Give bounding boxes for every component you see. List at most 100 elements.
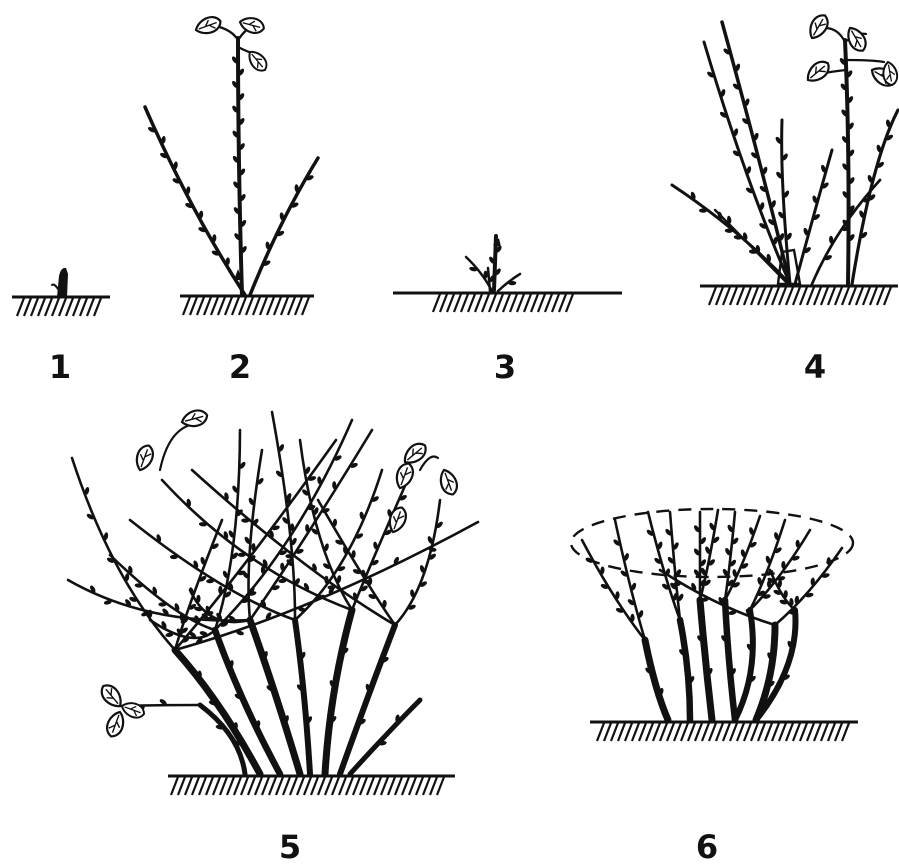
hatch-mark [283, 777, 290, 795]
hatch-mark [213, 777, 220, 795]
first-year-plant [145, 14, 318, 295]
panel-1-cutting: 1 [12, 268, 110, 386]
leaf-icon [180, 408, 209, 429]
hatch-mark [786, 723, 793, 741]
shoot [722, 22, 790, 284]
hatch-mark [849, 287, 856, 305]
hatch-mark [510, 294, 517, 312]
hatch-mark [318, 777, 325, 795]
hatch-mark [765, 723, 772, 741]
hatch-mark [807, 287, 814, 305]
hatch-mark [681, 723, 688, 741]
shoot [700, 600, 712, 720]
shoot [825, 28, 845, 42]
hatch-mark [281, 297, 288, 315]
hatch-mark [496, 294, 503, 312]
leaf-icon [238, 15, 266, 35]
hatch-mark [227, 777, 234, 795]
hatch-mark [295, 297, 302, 315]
hatch-mark [842, 287, 849, 305]
cut-back-plant [466, 236, 520, 291]
hatch-mark [31, 298, 38, 316]
hatch-mark [821, 287, 828, 305]
hatch-mark [688, 723, 695, 741]
panel-label-1: 1 [49, 348, 71, 386]
hatch-mark [248, 777, 255, 795]
ground-hatch [168, 776, 455, 795]
hatch-mark [260, 297, 267, 315]
leaf-icon [104, 709, 127, 739]
leaf-icon [133, 443, 156, 473]
hatch-mark [440, 294, 447, 312]
hatch-mark [821, 723, 828, 741]
leaf-icon [805, 12, 831, 42]
shoot [582, 540, 645, 640]
hatch-mark [779, 723, 786, 741]
hatch-mark [353, 777, 360, 795]
hatch-mark [639, 723, 646, 741]
panel-3-cut-back: 3 [393, 236, 622, 386]
hatch-mark [339, 777, 346, 795]
mature-bush [68, 408, 478, 774]
shoot [700, 510, 718, 600]
hatch-mark [409, 777, 416, 795]
shoot [295, 620, 310, 774]
hatch-mark [253, 297, 260, 315]
hatch-mark [646, 723, 653, 741]
hatch-mark [751, 287, 758, 305]
hatch-mark [814, 723, 821, 741]
hatch-mark [695, 723, 702, 741]
hatch-mark [220, 777, 227, 795]
ground-hatch [180, 296, 314, 315]
hatch-mark [597, 723, 604, 741]
hatch-mark [274, 297, 281, 315]
shoot [725, 600, 735, 720]
ground-hatch [393, 293, 622, 312]
shoot [238, 38, 242, 295]
hatch-mark [716, 287, 723, 305]
hatch-mark [667, 723, 674, 741]
ground-hatch [590, 722, 858, 741]
hatch-mark [311, 777, 318, 795]
hatch-mark [517, 294, 524, 312]
hatch-mark [437, 777, 444, 795]
hatch-mark [374, 777, 381, 795]
panel-6-formed-bush: 6 [571, 509, 858, 866]
hatch-mark [204, 297, 211, 315]
panel-label-5: 5 [279, 828, 301, 866]
hatch-mark [38, 298, 45, 316]
hatch-mark [884, 287, 891, 305]
hatch-mark [653, 723, 660, 741]
shoot [145, 107, 245, 295]
shoot [420, 457, 438, 471]
hatch-mark [454, 294, 461, 312]
hatch-mark [211, 297, 218, 315]
hatch-mark [325, 777, 332, 795]
hatch-mark [239, 297, 246, 315]
hatch-mark [45, 298, 52, 316]
hatch-mark [297, 777, 304, 795]
hatch-mark [566, 294, 573, 312]
regrowth-plant [672, 12, 899, 284]
hatch-mark [870, 287, 877, 305]
hatch-mark [94, 298, 101, 316]
hatch-mark [332, 777, 339, 795]
hatch-mark [835, 723, 842, 741]
hatch-mark [423, 777, 430, 795]
hatch-mark [52, 298, 59, 316]
hatch-mark [604, 723, 611, 741]
leaf-icon [193, 14, 223, 37]
hatch-mark [461, 294, 468, 312]
hatch-mark [744, 723, 751, 741]
shoot [846, 60, 884, 62]
hatch-mark [545, 294, 552, 312]
hatch-mark [447, 294, 454, 312]
hatch-mark [73, 298, 80, 316]
hatch-mark [524, 294, 531, 312]
hatch-mark [632, 723, 639, 741]
hatch-mark [786, 287, 793, 305]
hatch-mark [842, 723, 849, 741]
hatch-mark [800, 287, 807, 305]
hatch-mark [402, 777, 409, 795]
